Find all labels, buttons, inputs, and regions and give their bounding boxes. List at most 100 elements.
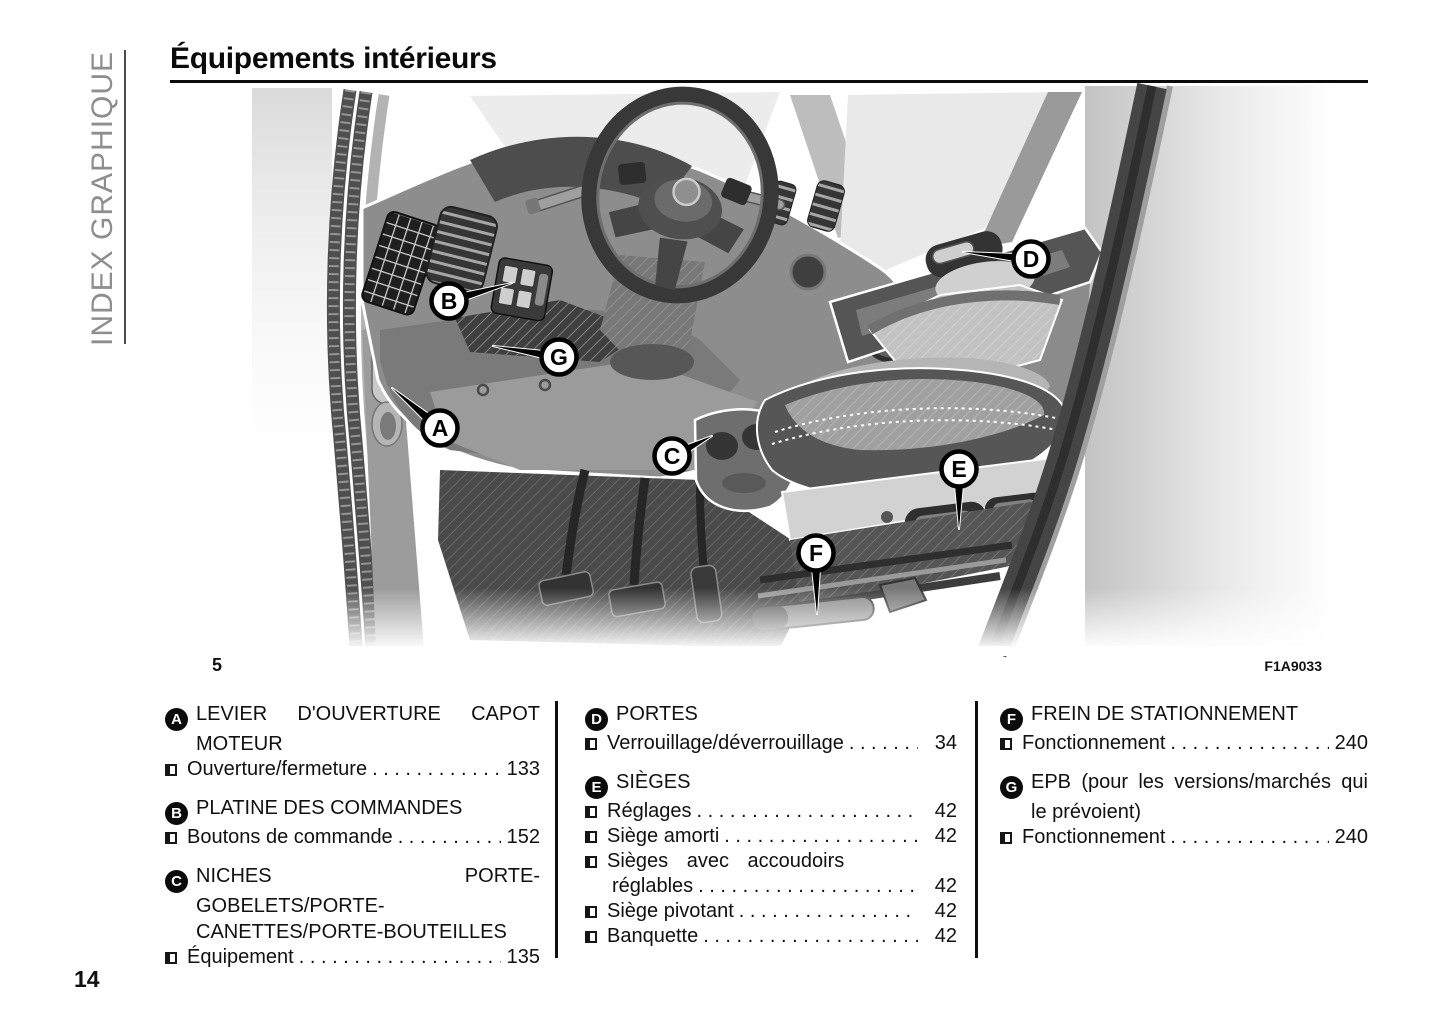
index-item-page: 42 [934, 875, 957, 897]
section-title-text: SIÈGES [616, 771, 691, 793]
index-column-1: A LEVIER D'OUVERTURE CAPOT MOTEUR Ouvertu… [165, 701, 540, 983]
dashboard [360, 136, 908, 480]
svg-text:D: D [1023, 246, 1040, 272]
svg-text:C: C [664, 443, 681, 469]
svg-text:A: A [432, 415, 449, 441]
floor-and-pedals [438, 468, 822, 648]
chapter-sidebar-label: INDEX GRAPHIQUE [86, 50, 119, 346]
door-panel [828, 226, 1104, 470]
callout-badge-g: G [1000, 776, 1023, 799]
section-title-text: FREIN DE STATIONNEMENT [1031, 703, 1299, 725]
page-title: Équipements intérieurs [170, 42, 497, 75]
index-section-title: G EPB (pour les versions/marchés qui le p… [1000, 769, 1368, 825]
figure-code: F1A9033 [1264, 658, 1322, 674]
column-divider [975, 701, 978, 958]
index-item: Réglages . . . . . . . . . . . . . . . .… [585, 799, 957, 824]
square-bullet-icon [1000, 831, 1012, 844]
square-bullet-icon [1000, 737, 1012, 750]
square-bullet-icon [165, 831, 177, 844]
index-item-label: Ouverture/fermeture [187, 758, 368, 780]
parking-brake-lever [751, 595, 875, 632]
steering-column [525, 185, 786, 380]
index-item-label: Réglages [607, 800, 692, 822]
dot-leader: . . . . . . . . . . . . . . . . . . . . … [848, 732, 918, 754]
control-panel [490, 257, 554, 322]
index-item-page: 133 [506, 758, 540, 780]
index-item-label: Boutons de commande [187, 826, 393, 848]
callout-G: G [492, 337, 579, 377]
index-item-label: Verrouillage/déverrouillage [607, 732, 844, 754]
door-handle [925, 231, 1003, 278]
svg-text:B: B [441, 288, 458, 314]
dot-leader: . . . . . . . . . . . . . . . . . . . . … [397, 826, 501, 848]
index-item-label: Siège pivotant [607, 900, 734, 922]
underdash-hatch [455, 300, 645, 362]
callout-badge-f: F [1000, 708, 1023, 731]
dot-leader: . . . . . . . . . . . . . . . . . . . . … [372, 758, 501, 780]
index-section-g: G EPB (pour les versions/marchés qui le p… [1000, 769, 1368, 850]
background-washes [252, 86, 1335, 651]
section-title-text: EPB (pour les versions/marchés qui le pr… [1031, 771, 1368, 823]
index-item-page: 152 [506, 826, 540, 848]
square-bullet-icon [165, 763, 177, 776]
door-frame [326, 89, 424, 651]
index-section-title: F FREIN DE STATIONNEMENT [1000, 701, 1368, 731]
index-section-f: F FREIN DE STATIONNEMENT Fonctionnement .… [1000, 701, 1368, 756]
dot-leader: . . . . . . . . . . . . . . . . . . . . … [698, 875, 918, 897]
index-item: Équipement . . . . . . . . . . . . . . .… [165, 945, 540, 970]
windshield-area [470, 92, 1082, 290]
index-item-label: Sièges avec accoudoirs [607, 850, 845, 872]
index-item-label: Siège amorti [607, 825, 720, 847]
section-title-text: PLATINE DES COMMANDES [196, 797, 463, 819]
index-item-page: 42 [934, 800, 957, 822]
dot-leader: . . . . . . . . . . . . . . . . . . . . … [703, 925, 918, 947]
dot-leader: . . . . . . . . . . . . . . . . . . . . … [738, 900, 918, 922]
index-item: Sièges avec accoudoirs réglables . . . .… [585, 849, 957, 899]
index-item: Fonctionnement . . . . . . . . . . . . .… [1000, 731, 1368, 756]
column-divider [555, 701, 558, 958]
cupholder-console [693, 408, 798, 512]
index-item: Banquette . . . . . . . . . . . . . . . … [585, 924, 957, 949]
wiper-stalk [742, 191, 786, 211]
index-item-page: 42 [934, 900, 957, 922]
dot-leader: . . . . . . . . . . . . . . . . . . . . … [298, 946, 501, 968]
index-section-title: E SIÈGES [585, 769, 957, 799]
index-section-title: C NICHES PORTE-GOBELETS/PORTE-CANETTES/PO… [165, 863, 540, 945]
dot-leader: . . . . . . . . . . . . . . . . . . . . … [1170, 826, 1329, 848]
seat-base [780, 456, 1060, 547]
index-item-page: 42 [934, 825, 957, 847]
callout-A: A [391, 387, 460, 448]
title-underline [170, 80, 1368, 83]
seat-frame [751, 498, 1055, 632]
index-item: Fonctionnement . . . . . . . . . . . . .… [1000, 825, 1368, 850]
edge-fades [250, 588, 1342, 656]
sidebar-rule [124, 50, 126, 344]
square-bullet-icon [585, 737, 597, 750]
callout-badge-a: A [165, 708, 188, 731]
index-item: Ouverture/fermeture . . . . . . . . . . … [165, 757, 540, 782]
dot-leader: . . . . . . . . . . . . . . . . . . . . … [724, 825, 918, 847]
callout-badge-c: C [165, 870, 188, 893]
callout-badge-e: E [585, 776, 608, 799]
callout-badge-b: B [165, 802, 188, 825]
index-item-label: Équipement [187, 946, 294, 968]
callout-D: D [962, 239, 1051, 279]
index-section-c: C NICHES PORTE-GOBELETS/PORTE-CANETTES/PO… [165, 863, 540, 970]
svg-text:E: E [951, 456, 966, 482]
steering-wheel [581, 86, 779, 304]
index-item: Verrouillage/déverrouillage . . . . . . … [585, 731, 957, 756]
index-item-label-line2: réglables [612, 875, 694, 897]
square-bullet-icon [585, 930, 597, 943]
section-title-text: NICHES PORTE-GOBELETS/PORTE-CANETTES/POR… [196, 865, 540, 943]
callout-F: F [796, 533, 836, 615]
index-item-page: 240 [1334, 826, 1368, 848]
svg-text:G: G [550, 344, 568, 370]
index-section-e: E SIÈGES Réglages . . . . . . . . . . . .… [585, 769, 957, 949]
section-title-text: LEVIER D'OUVERTURE CAPOT MOTEUR [196, 703, 540, 755]
index-item-label: Fonctionnement [1022, 732, 1166, 754]
index-item-label: Banquette [607, 925, 699, 947]
